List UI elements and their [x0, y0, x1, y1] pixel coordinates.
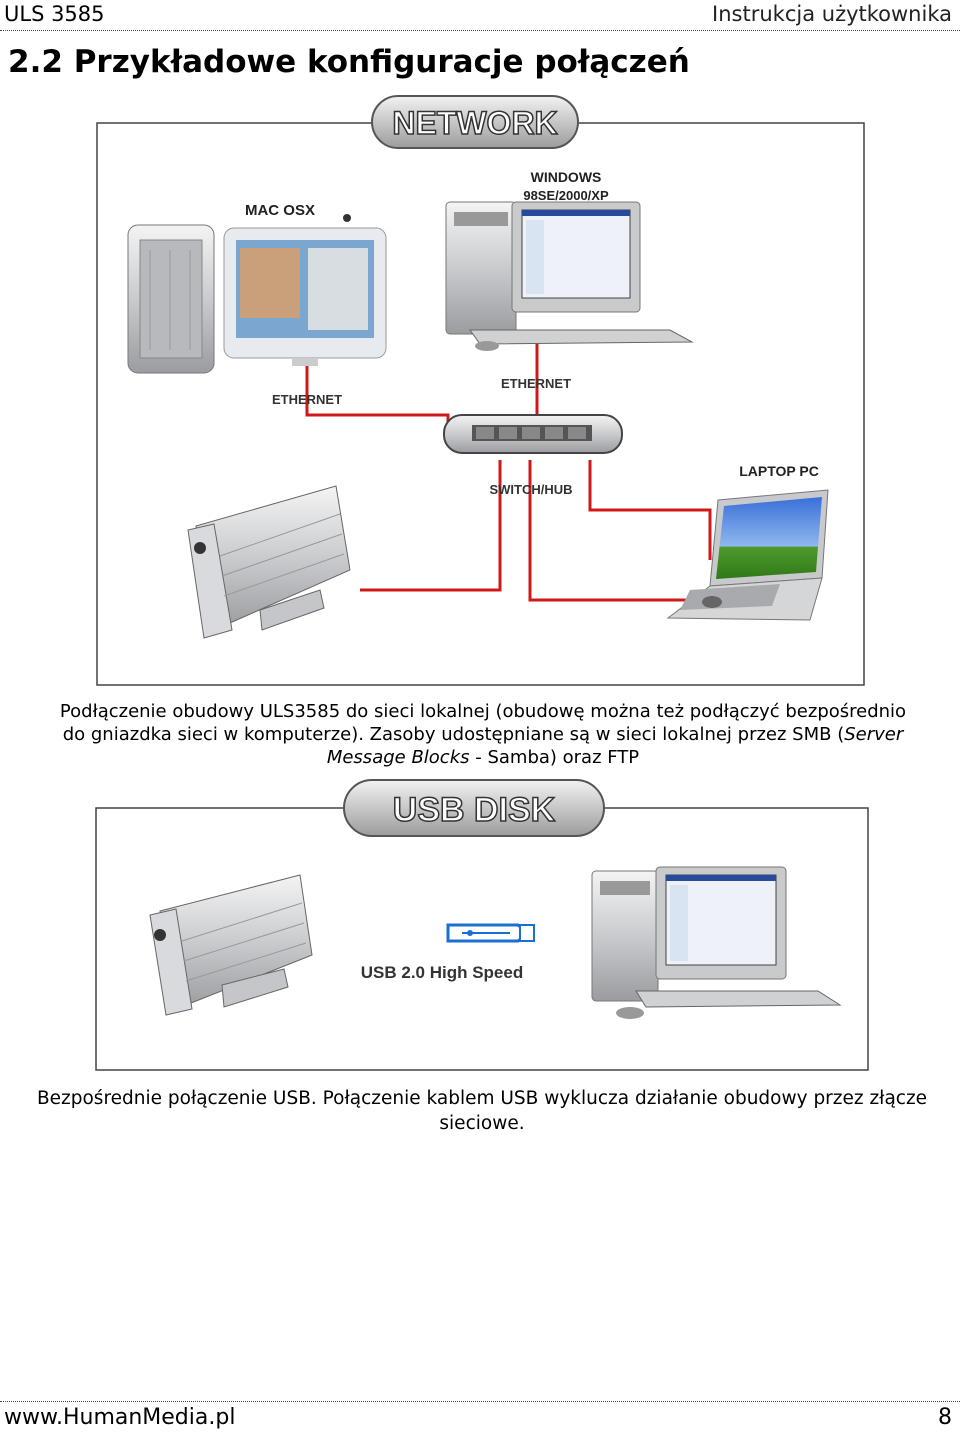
usb-badge: USB DISK: [343, 779, 605, 837]
network-badge-text: NETWORK: [392, 105, 557, 141]
network-caption-italic2: Message Blocks: [326, 747, 470, 768]
ethernet-label-right: ETHERNET: [501, 376, 571, 391]
windows-label-2: 98SE/2000/XP: [523, 188, 609, 203]
switch-hub: [443, 414, 623, 454]
network-caption-line3: Message Blocks - Samba) oraz FTP: [18, 746, 948, 769]
usb-label: USB 2.0 High Speed: [361, 963, 523, 982]
document-type: Instrukcja użytkownika: [712, 2, 952, 26]
section-title: 2.2 Przykładowe konfiguracje połączeń: [8, 44, 690, 80]
laptop-label: LAPTOP PC: [739, 463, 819, 479]
ethernet-label-left: ETHERNET: [272, 392, 342, 407]
windows-pc: [445, 201, 694, 351]
mac-display: [223, 214, 387, 366]
footer-divider: [0, 1401, 960, 1402]
windows-label-1: WINDOWS: [531, 169, 602, 185]
network-caption-italic1: Server: [844, 724, 904, 745]
mac-tower: [127, 224, 215, 374]
network-caption-line3-text: - Samba) oraz FTP: [469, 747, 640, 768]
usb-badge-text: USB DISK: [393, 791, 556, 829]
footer-website[interactable]: www.HumanMedia.pl: [4, 1405, 236, 1430]
network-diagram: NETWORK MAC OSX WINDOWS 98SE/200: [96, 95, 865, 686]
product-name: ULS 3585: [4, 2, 105, 26]
page-number: 8: [938, 1405, 952, 1430]
usb-caption: Bezpośrednie połączenie USB. Połączenie …: [36, 1088, 928, 1134]
usb-hdd-enclosure: [149, 874, 313, 1016]
laptop-pc: [666, 489, 829, 621]
network-badge: NETWORK: [371, 95, 579, 149]
network-caption-line2: do gniazdka sieci w komputerze). Zasoby …: [18, 723, 948, 746]
mac-label: MAC OSX: [245, 202, 315, 219]
network-caption-line1: Podłączenie obudowy ULS3585 do sieci lok…: [59, 701, 907, 722]
usb-desktop-pc: [591, 866, 842, 1019]
hdd-enclosure: [187, 485, 351, 639]
usb-connector-icon: [446, 923, 535, 943]
header-divider: [0, 30, 960, 31]
switch-label: SWITCH/HUB: [489, 482, 572, 497]
network-caption: Podłączenie obudowy ULS3585 do sieci lok…: [18, 700, 948, 769]
network-caption-line2-text: do gniazdka sieci w komputerze). Zasoby …: [62, 724, 845, 745]
usb-diagram: USB DISK USB 2.0 High Speed: [95, 779, 869, 1071]
